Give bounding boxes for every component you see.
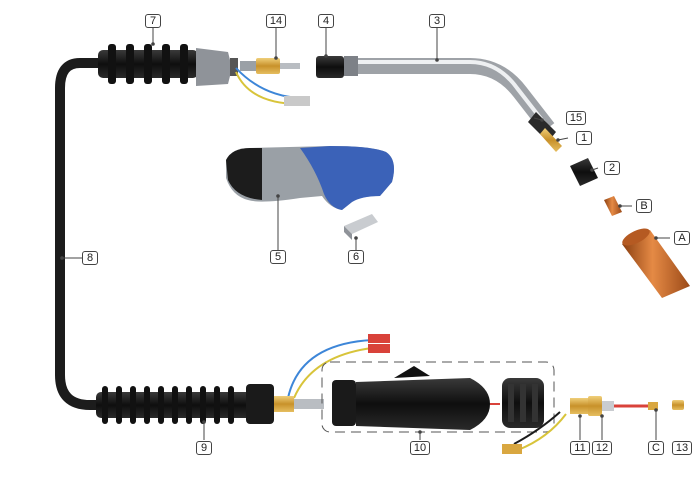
- insulating-ring: [316, 56, 344, 78]
- leader-lines: [62, 28, 670, 440]
- bottom-wire-yellow: [293, 347, 373, 399]
- trigger-switch: [344, 214, 378, 240]
- tip-holder: [604, 196, 622, 216]
- connector-assembly-outline: [321, 361, 555, 433]
- callout-4: 4: [318, 14, 334, 28]
- callout-10: 10: [410, 441, 430, 455]
- callout-1: 1: [576, 131, 592, 145]
- central-adaptor: [502, 396, 658, 454]
- callout-13: 13: [672, 441, 692, 455]
- callout-2: 2: [604, 161, 620, 175]
- callout-3: 3: [429, 14, 445, 28]
- tip-adaptor: [528, 112, 562, 152]
- callout-C: C: [648, 441, 664, 455]
- top-wire-terminal: [284, 96, 310, 106]
- top-connector: [240, 58, 300, 74]
- top-strain-relief: [98, 44, 238, 86]
- bottom-wire-terminal-2: [368, 344, 390, 353]
- swan-neck: [344, 56, 555, 133]
- bottom-wire-blue: [287, 339, 373, 399]
- callout-14: 14: [266, 14, 286, 28]
- callout-12: 12: [592, 441, 612, 455]
- callout-6: 6: [348, 250, 364, 264]
- callout-5: 5: [270, 250, 286, 264]
- central-connector: [332, 366, 544, 430]
- bottom-wire-terminal-1: [368, 334, 390, 343]
- small-nut: [672, 400, 684, 410]
- callout-8: 8: [82, 251, 98, 265]
- gas-diffuser: [570, 158, 598, 186]
- cable: [55, 58, 117, 410]
- bottom-strain-relief: [96, 384, 274, 424]
- callout-B: B: [636, 199, 652, 213]
- gas-nozzle: [622, 228, 690, 298]
- callout-15: 15: [566, 111, 586, 125]
- callout-A: A: [674, 231, 690, 245]
- torch-handle: [226, 146, 394, 210]
- leader-dots: [60, 42, 658, 434]
- callout-11: 11: [570, 441, 590, 455]
- bottom-brass-connector: [274, 396, 324, 412]
- callout-7: 7: [145, 14, 161, 28]
- callout-9: 9: [196, 441, 212, 455]
